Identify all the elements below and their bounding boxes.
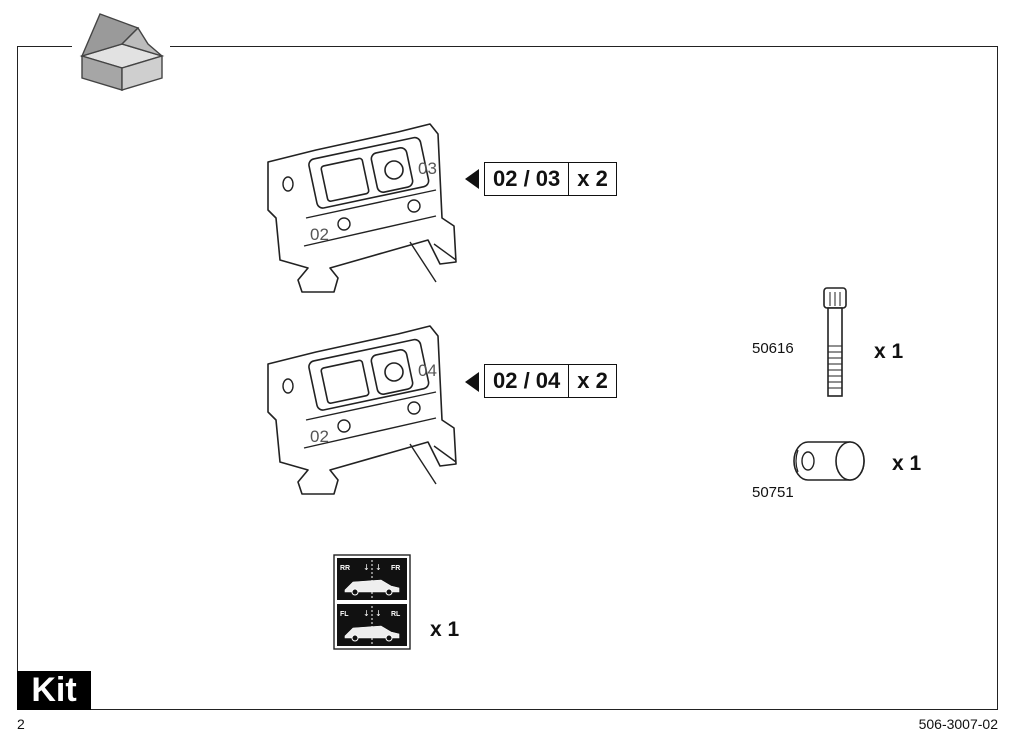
part-code: 02 / 03: [485, 163, 570, 195]
svg-text:↓: ↓: [375, 609, 382, 618]
svg-text:↓: ↓: [363, 563, 370, 572]
sticker-label: RR: [340, 565, 350, 572]
svg-text:↓: ↓: [375, 563, 382, 572]
tag-lower: 02: [310, 427, 329, 446]
barrel-nut-icon: [793, 441, 865, 481]
part-qty: x 2: [577, 368, 608, 393]
kit-badge: Kit: [17, 671, 91, 710]
bracket-illustration: 03 02: [267, 123, 457, 293]
part-qty: x 1: [892, 452, 922, 475]
tag-upper: 04: [418, 361, 437, 380]
box-icon: [79, 13, 165, 91]
position-sticker-icon: RR FR FL RL ↓ ↓ ↓ ↓: [333, 554, 411, 650]
pointer-arrow-icon: [465, 169, 479, 189]
document-id: 506-3007-02: [918, 716, 998, 732]
bracket-illustration: 04 02: [267, 325, 457, 495]
svg-text:↓: ↓: [363, 609, 370, 618]
part-qty: x 1: [430, 618, 460, 641]
part-label-box: 02 / 03 x 2: [484, 162, 617, 196]
part-number: 50751: [752, 484, 794, 501]
part-qty: x 2: [577, 166, 608, 191]
page-number: 2: [17, 716, 25, 732]
sticker-label: FL: [340, 611, 349, 618]
tag-upper: 03: [418, 159, 437, 178]
part-number: 50616: [752, 340, 794, 357]
part-label-box: 02 / 04 x 2: [484, 364, 617, 398]
sticker-label: FR: [391, 565, 400, 572]
sticker-label: RL: [391, 611, 401, 618]
bolt-icon: [823, 287, 847, 397]
tag-lower: 02: [310, 225, 329, 244]
part-code: 02 / 04: [485, 365, 570, 397]
part-qty: x 1: [874, 340, 904, 363]
page-frame: [17, 46, 998, 710]
pointer-arrow-icon: [465, 372, 479, 392]
